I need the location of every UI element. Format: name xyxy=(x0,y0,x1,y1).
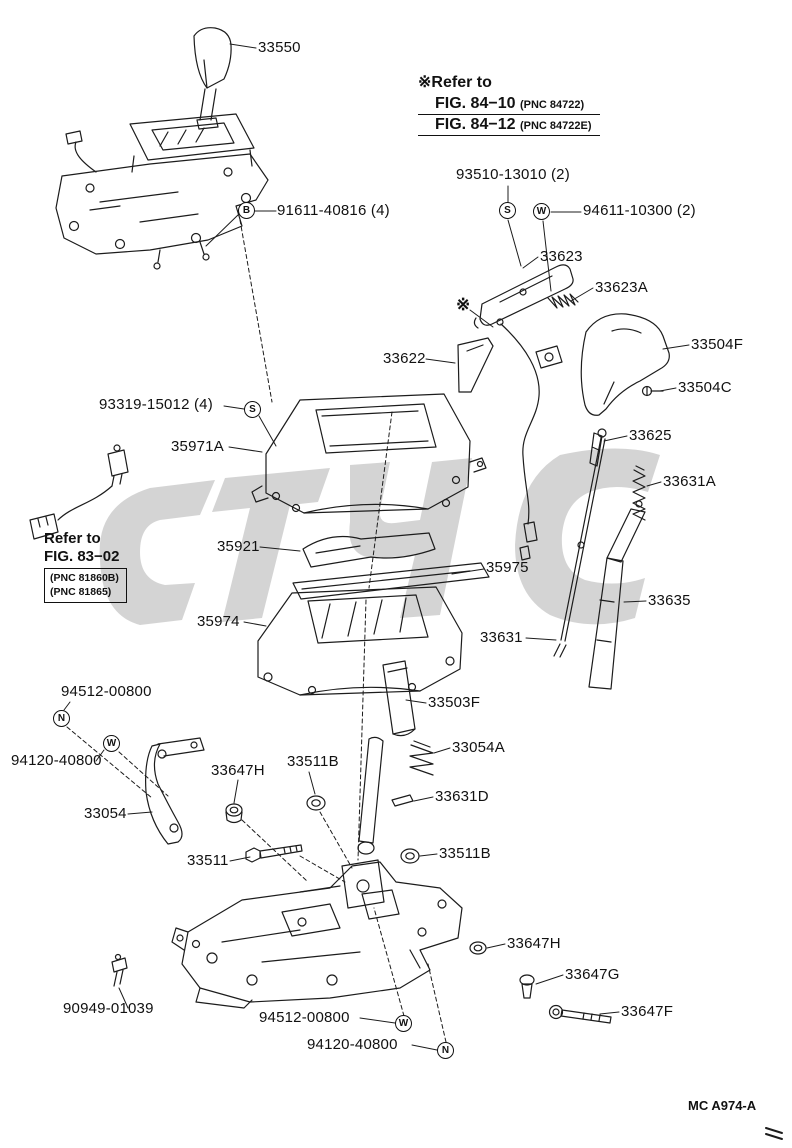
support-bracket-art xyxy=(145,737,205,845)
part-label-33511B: 33511B xyxy=(287,753,339,770)
detent-rod-art xyxy=(553,428,607,658)
part-label-93510: 93510-13010 (2) xyxy=(456,166,570,183)
switch-wire-art xyxy=(29,444,129,540)
part-label-94611: 94611-10300 (2) xyxy=(583,202,696,219)
fastener-circle-S-2: S xyxy=(244,401,261,418)
fig1-label: FIG. 84−10 xyxy=(435,95,516,112)
bolt-33647F-art xyxy=(548,1004,612,1024)
fastener-circle-W-3: W xyxy=(395,1015,412,1032)
part-label-33504C: 33504C xyxy=(678,379,732,396)
fig1-pnc: (PNC 84722) xyxy=(519,99,585,111)
button-spring-art xyxy=(547,293,579,309)
part-label-33647H-2: 33647H xyxy=(507,935,561,952)
lower-housing-art xyxy=(257,586,463,696)
part-label-33631D: 33631D xyxy=(435,788,489,805)
top-note-refer: ※Refer to xyxy=(418,74,492,91)
fastener-circle-W-1: W xyxy=(533,203,550,220)
leader-lines xyxy=(63,43,690,1051)
lower-shaft-art xyxy=(357,736,384,855)
shift-knob-art xyxy=(580,313,670,416)
fastener-circle-N-1: N xyxy=(53,710,70,727)
part-label-33647G: 33647G xyxy=(565,966,620,983)
part-label-33550: 33550 xyxy=(258,39,301,56)
part-label-33503F: 33503F xyxy=(428,694,481,711)
left-note-pnc2: (PNC 81865) xyxy=(50,586,112,599)
top-note-fig2: FIG. 84−12 (PNC 84722E) xyxy=(418,115,600,136)
shift-lock-cable-art xyxy=(496,318,563,561)
part-label-93319: 93319-15012 (4) xyxy=(99,396,213,413)
part-label-33054A: 33054A xyxy=(452,739,505,756)
bushing-33511B-art xyxy=(306,795,326,811)
part-label-33631A: 33631A xyxy=(663,473,716,490)
left-reference-note: Refer to FIG. 83−02 (PNC 81860B) (PNC 81… xyxy=(44,530,127,604)
part-label-94512: 94512-00800 xyxy=(61,683,152,700)
fig2-label: FIG. 84−12 xyxy=(435,116,516,133)
part-label-33625: 33625 xyxy=(629,427,672,444)
drawing-code: MC A974-A xyxy=(688,1098,757,1113)
top-reference-note: ※Refer to FIG. 84−10 (PNC 84722) FIG. 84… xyxy=(418,72,600,136)
fig2-pnc: (PNC 84722E) xyxy=(519,120,592,132)
asterisk-marker: ※ xyxy=(456,295,471,314)
lever-shaft-art xyxy=(382,660,416,737)
rod-spring-art xyxy=(632,465,646,521)
upper-housing-art xyxy=(251,393,487,514)
part-label-35921: 35921 xyxy=(217,538,260,555)
fastener-circle-W-2: W xyxy=(103,735,120,752)
part-label-33631: 33631 xyxy=(480,629,523,646)
part-label-33511: 33511 xyxy=(187,852,229,869)
corner-mark xyxy=(765,1127,783,1140)
left-note-fig: FIG. 83−02 xyxy=(44,548,120,565)
handle-grip-art xyxy=(473,264,574,329)
bushing-33511B-2-art xyxy=(400,848,420,864)
part-label-33504F: 33504F xyxy=(691,336,744,353)
left-note-pnc1: (PNC 81860B) xyxy=(50,572,119,584)
part-label-94512-2: 94512-00800 xyxy=(259,1009,350,1026)
slide-plate-art xyxy=(302,532,436,568)
bushing-33647H-2-art xyxy=(469,941,487,955)
part-label-33647F: 33647F xyxy=(621,1003,674,1020)
shift-lever-assembly-art xyxy=(55,27,269,270)
part-label-33622: 33622 xyxy=(383,350,426,367)
base-bracket-art xyxy=(171,859,463,1009)
pin-33631D-art xyxy=(391,794,414,807)
part-label-33623: 33623 xyxy=(540,248,583,265)
part-label-35974: 35974 xyxy=(197,613,240,630)
part-label-94120-2: 94120-40800 xyxy=(307,1036,398,1053)
part-label-35971A: 35971A xyxy=(171,438,224,455)
fastener-circle-N-2: N xyxy=(437,1042,454,1059)
grommet-33647G-art xyxy=(519,974,535,999)
indicator-plate-art xyxy=(457,337,494,393)
bolt-33511-art xyxy=(245,844,303,863)
detent-pin-art xyxy=(589,432,603,467)
top-note-fig1: FIG. 84−10 (PNC 84722) xyxy=(418,94,600,115)
left-note-pnc-box: (PNC 81860B) (PNC 81865) xyxy=(44,568,127,604)
part-label-94120: 94120-40800 xyxy=(11,752,102,769)
part-label-33647H: 33647H xyxy=(211,762,265,779)
clip-90949-art xyxy=(111,953,128,987)
part-label-33623A: 33623A xyxy=(595,279,648,296)
compression-spring-art xyxy=(409,740,434,776)
fastener-circle-S-1: S xyxy=(499,202,516,219)
control-rod-art xyxy=(588,500,646,690)
fastener-circle-B: B xyxy=(238,202,255,219)
part-label-33635: 33635 xyxy=(648,592,691,609)
watermark-logo xyxy=(99,448,660,625)
part-label-91611: 91611-40816 (4) xyxy=(277,202,390,219)
part-label-33054: 33054 xyxy=(84,805,127,822)
left-note-refer: Refer to xyxy=(44,530,101,547)
part-label-90949: 90949-01039 xyxy=(63,1000,154,1017)
bushing-33647H-art xyxy=(225,803,243,824)
assembly-axis-lines xyxy=(66,219,447,1043)
part-label-35975: 35975 xyxy=(486,559,529,576)
part-label-33511B-2: 33511B xyxy=(439,845,491,862)
lower-plate-art xyxy=(292,562,490,600)
